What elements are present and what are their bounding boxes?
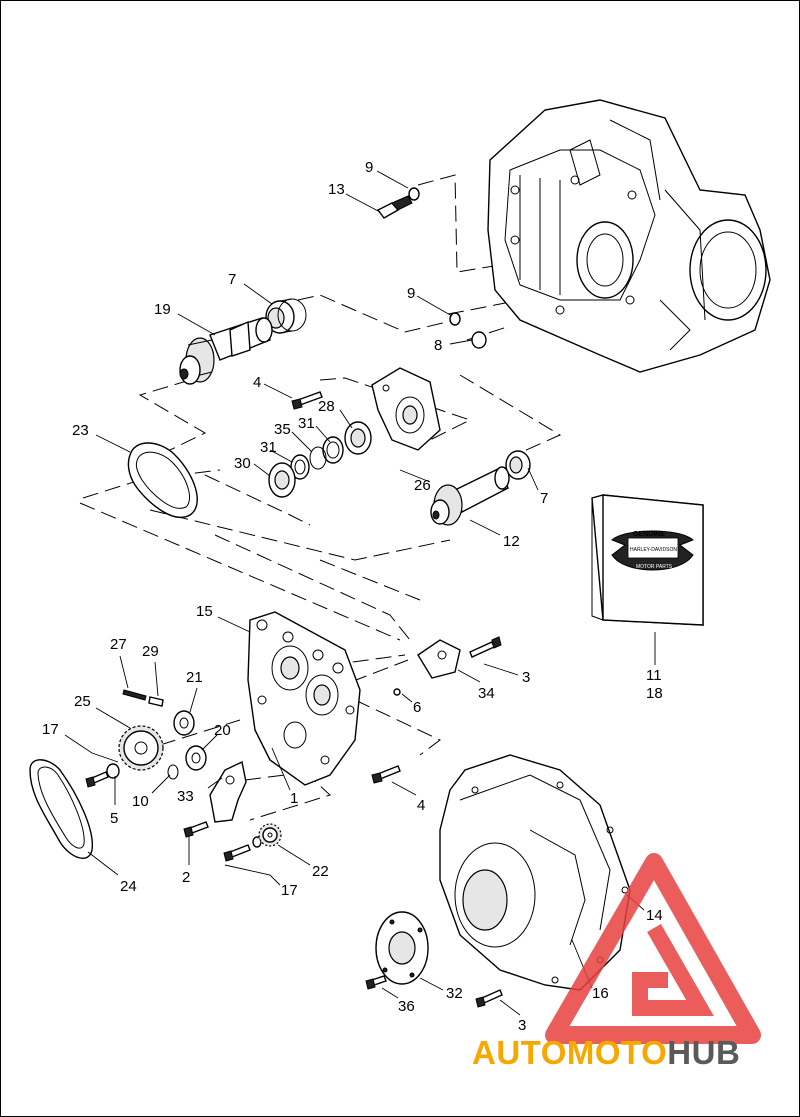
callout-25: 25 — [74, 693, 91, 710]
callout-17-lower: 17 — [281, 882, 298, 899]
part-15-cam-support-plate — [247, 611, 361, 786]
callout-27: 27 — [110, 636, 127, 653]
callout-26: 26 — [414, 477, 431, 494]
callout-31-lower: 31 — [260, 439, 277, 456]
part-5-washer — [106, 763, 120, 779]
part-17-bolt-lower — [223, 836, 262, 862]
part-17-bolt-upper — [85, 771, 109, 788]
part-10-snap-ring — [167, 764, 179, 780]
callout-7-lower: 7 — [540, 490, 548, 507]
callout-13: 13 — [328, 181, 345, 198]
svg-text:HARLEY-DAVIDSON: HARLEY-DAVIDSON — [630, 547, 677, 553]
callout-36: 36 — [398, 998, 415, 1015]
part-20-washer — [185, 745, 207, 771]
callout-8: 8 — [434, 337, 442, 354]
part-31-bearing-right — [344, 421, 372, 455]
callout-9-lower: 9 — [407, 285, 415, 302]
part-30-bearing — [268, 462, 296, 498]
part-21-washer — [173, 710, 195, 736]
genuine-logo-text: GENUINE HARLEY-DAVIDSON MOTOR PARTS — [630, 531, 677, 570]
callout-22: 22 — [312, 863, 329, 880]
callout-4-upper: 4 — [253, 374, 261, 391]
part-34-tensioner — [417, 639, 461, 679]
part-7-bearing-upper — [265, 298, 307, 334]
part-28-housing — [371, 367, 441, 451]
brand-part-moto: MOTO — [566, 1034, 668, 1071]
leader-lines — [64, 170, 656, 1016]
callout-10: 10 — [132, 793, 149, 810]
part-4-bolt-lower — [371, 765, 401, 784]
callout-11: 11 — [646, 667, 662, 684]
part-33-tensioner-shoe — [209, 760, 247, 823]
part-3-bolt-upper — [469, 636, 502, 658]
part-22-sprocket — [258, 823, 282, 847]
callout-19: 19 — [154, 301, 171, 318]
part-19-camshaft — [179, 317, 273, 385]
part-2-bolt — [183, 821, 209, 838]
callout-29: 29 — [142, 643, 159, 660]
watermark-brand-text: AUTOMOTOHUB — [472, 1034, 740, 1072]
callout-2: 2 — [182, 869, 190, 886]
callout-23: 23 — [72, 422, 89, 439]
callout-34: 34 — [478, 685, 495, 702]
part-24-chain — [29, 759, 94, 859]
part-9-oring-lower — [449, 312, 461, 326]
callout-21: 21 — [186, 669, 203, 686]
callout-12: 12 — [503, 533, 520, 550]
callout-24: 24 — [120, 878, 137, 895]
callout-4-lower: 4 — [417, 797, 425, 814]
callout-6: 6 — [413, 699, 421, 716]
part-7-bearing-lower — [505, 450, 531, 480]
svg-text:GENUINE: GENUINE — [633, 531, 665, 538]
callout-15: 15 — [196, 603, 213, 620]
callout-17-upper: 17 — [42, 721, 59, 738]
svg-text:MOTOR PARTS: MOTOR PARTS — [636, 564, 673, 570]
callout-3-lower: 3 — [518, 1017, 526, 1034]
part-8-oring — [471, 331, 487, 349]
part-3-bolt-lower — [475, 989, 503, 1008]
genuine-parts-box — [591, 494, 704, 626]
callout-32: 32 — [446, 985, 463, 1002]
brand-part-hub: HUB — [667, 1034, 741, 1071]
part-36-screw — [365, 975, 387, 990]
callout-33: 33 — [177, 788, 194, 805]
part-25-sprocket — [118, 725, 164, 771]
callout-18: 18 — [646, 685, 663, 702]
callout-30: 30 — [234, 455, 251, 472]
brand-part-auto: AUTO — [472, 1034, 567, 1071]
callout-28: 28 — [318, 398, 335, 415]
watermark-logo — [545, 853, 761, 1044]
part-35-snap-ring — [309, 446, 327, 470]
part-29-pin — [148, 696, 164, 707]
part-12-camshaft — [430, 466, 510, 526]
callout-3-upper: 3 — [522, 669, 530, 686]
callout-7-upper: 7 — [228, 271, 236, 288]
part-27-spring — [122, 689, 147, 701]
part-9-oring-upper — [408, 187, 420, 201]
callout-9-upper: 9 — [365, 159, 373, 176]
callout-14: 14 — [646, 907, 663, 924]
callout-20: 20 — [214, 722, 231, 739]
callout-labels: 9 13 7 9 19 8 4 28 31 35 23 31 30 26 7 1… — [42, 159, 663, 1034]
callout-16: 16 — [592, 985, 609, 1002]
callout-5: 5 — [110, 810, 118, 827]
part-6-dowel — [393, 688, 401, 696]
part-23-chain — [127, 442, 198, 518]
callout-31-upper: 31 — [298, 415, 315, 432]
part-13-plug — [376, 195, 413, 219]
callout-35: 35 — [274, 421, 291, 438]
callout-1: 1 — [290, 790, 298, 807]
crankcase — [487, 99, 771, 373]
part-32-cover-plate — [375, 911, 429, 985]
part-4-bolt-upper — [291, 391, 323, 410]
